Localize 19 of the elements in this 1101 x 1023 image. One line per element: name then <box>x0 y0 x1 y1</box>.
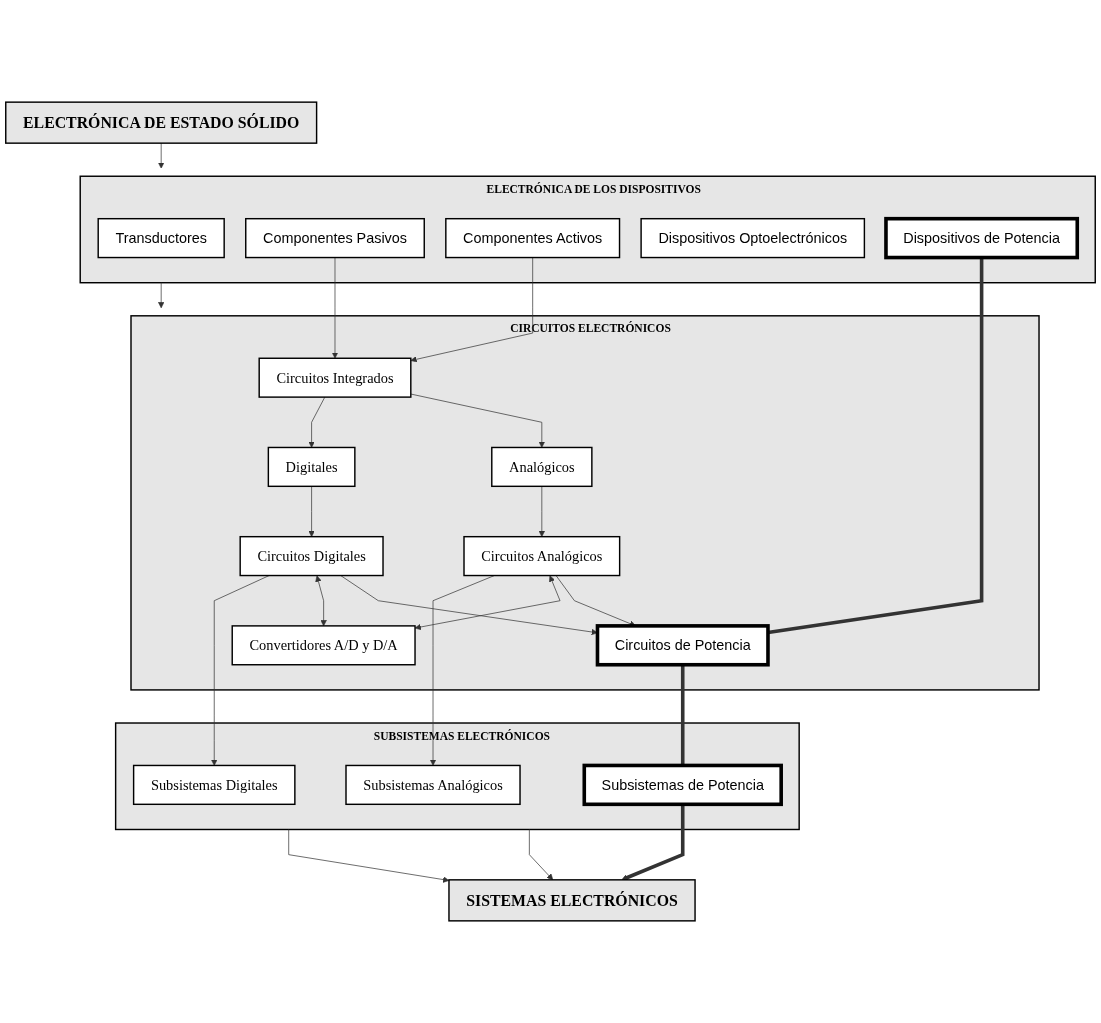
node-box: Componentes Pasivos <box>245 217 425 259</box>
node-box: Circuitos de Potencia <box>595 624 770 667</box>
node-box: Dispositivos de Potencia <box>884 216 1080 260</box>
node-box: Transductores <box>97 217 225 259</box>
node-box: Subsistemas de Potencia <box>582 763 783 807</box>
connector <box>680 664 685 766</box>
node-box: Digitales <box>267 446 356 488</box>
node-box: SISTEMAS ELECTRÓNICOS <box>448 879 696 922</box>
arrow <box>621 804 685 881</box>
node-box: Subsistemas Analógicos <box>345 764 521 806</box>
node-box: ELECTRÓNICA DE ESTADO SÓLIDO <box>5 101 318 144</box>
node-box: Convertidores A/D y D/A <box>231 625 416 666</box>
node-box: Circuitos Digitales <box>239 535 384 577</box>
node-box: Subsistemas Digitales <box>132 764 296 806</box>
node-box: Componentes Activos <box>445 217 621 259</box>
node-box: Dispositivos Optoelectrónicos <box>640 217 866 259</box>
node-box: Analógicos <box>491 446 593 488</box>
node-box: Circuitos Analógicos <box>463 535 621 577</box>
node-box: Circuitos Integrados <box>258 357 412 398</box>
